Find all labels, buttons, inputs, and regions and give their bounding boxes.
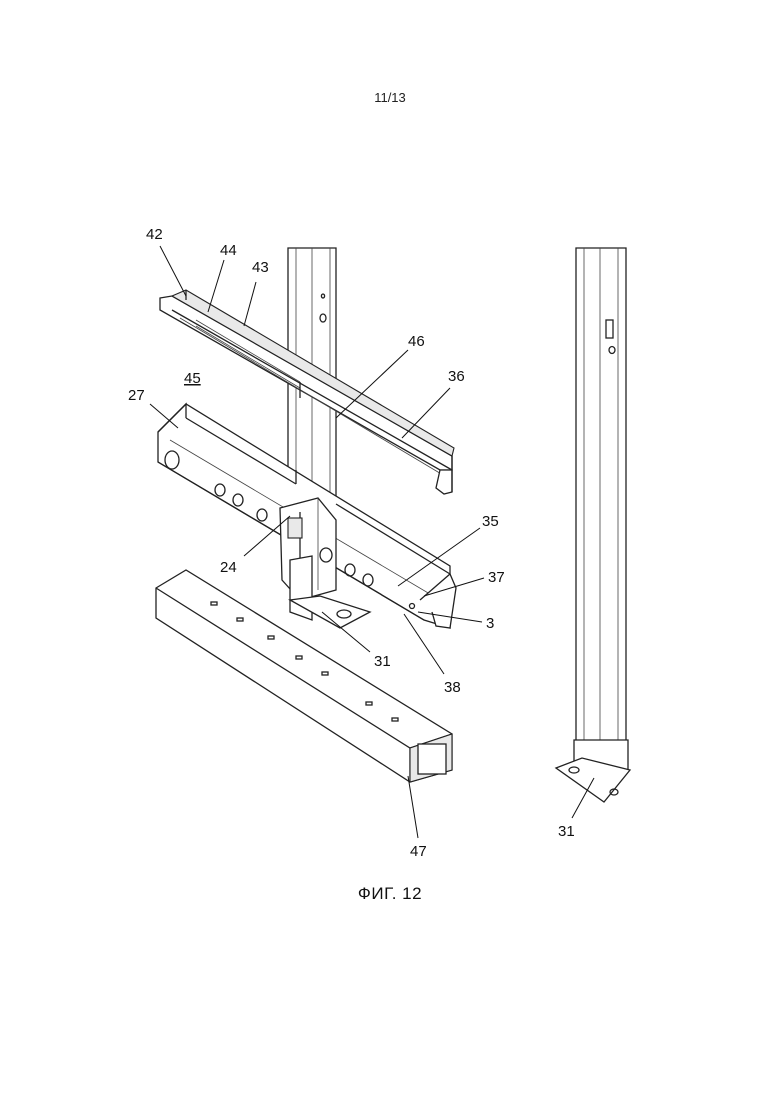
label-46: 46 (408, 333, 425, 350)
label-38: 38 (444, 679, 461, 696)
label-31-right: 31 (558, 823, 575, 840)
label-27: 27 (128, 387, 145, 404)
label-44: 44 (220, 242, 237, 259)
label-43: 43 (252, 259, 269, 276)
label-47: 47 (410, 843, 427, 860)
right-post (556, 248, 630, 802)
label-45: 45 (184, 370, 201, 387)
label-35: 35 (482, 513, 499, 530)
label-3: 3 (486, 615, 494, 632)
label-36: 36 (448, 368, 465, 385)
label-42: 42 (146, 226, 163, 243)
label-31-center: 31 (374, 653, 391, 670)
label-37: 37 (488, 569, 505, 586)
label-24: 24 (220, 559, 237, 576)
figure-caption: ФИГ. 12 (0, 884, 780, 904)
